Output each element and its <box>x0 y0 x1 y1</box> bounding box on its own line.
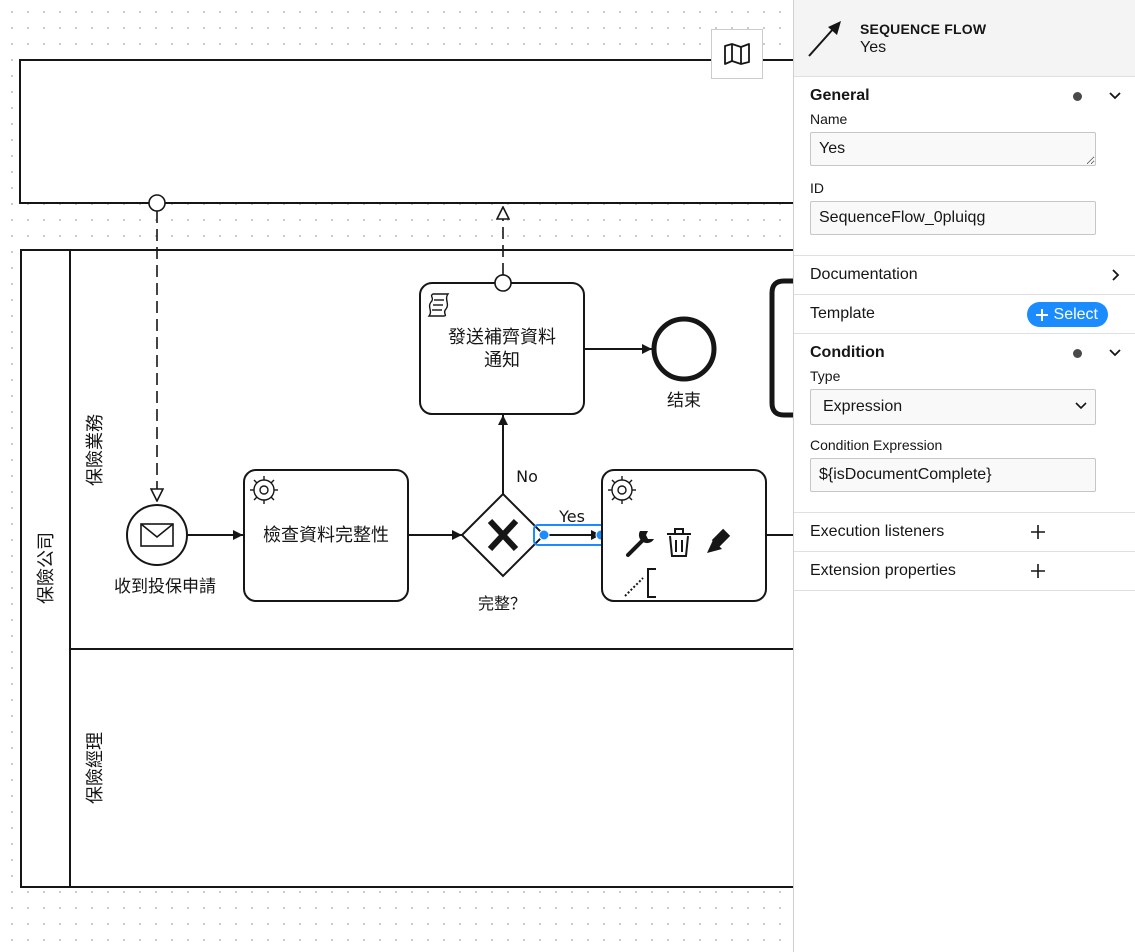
group-extension-properties: Extension properties <box>794 552 1135 591</box>
condition-type-label: Type <box>810 368 841 384</box>
wrench-icon[interactable] <box>626 531 654 557</box>
waypoint-handle-start[interactable] <box>538 529 550 541</box>
connect-tool-icon[interactable] <box>624 577 644 597</box>
group-condition: Condition Type Expression Condition Expr… <box>794 334 1135 513</box>
group-partial[interactable] <box>769 278 793 418</box>
element-type-label: SEQUENCE FLOW <box>860 21 987 37</box>
color-picker-icon[interactable] <box>707 528 731 553</box>
minimap-toggle-button[interactable] <box>711 29 763 79</box>
task-notify-label-line2: 通知 <box>484 350 520 371</box>
add-extension-plus-icon[interactable] <box>1029 562 1047 580</box>
condition-expression-field[interactable] <box>810 458 1096 492</box>
template-select-label: Select <box>1053 305 1098 323</box>
id-label: ID <box>810 180 824 196</box>
name-label: Name <box>810 111 848 127</box>
id-field[interactable] <box>810 201 1096 235</box>
group-general-header[interactable]: General <box>794 77 1135 115</box>
data-indicator-dot <box>1073 92 1082 101</box>
group-extension-properties-title: Extension properties <box>810 562 956 579</box>
gateway-label: 完整？ <box>478 594 526 613</box>
end-event[interactable] <box>651 316 717 382</box>
service-task-gear-icon <box>250 476 278 504</box>
panel-header: SEQUENCE FLOW Yes <box>794 0 1135 77</box>
map-icon <box>724 43 750 65</box>
condition-type-select[interactable]: Expression <box>810 389 1096 425</box>
exclusive-gateway[interactable] <box>460 492 546 578</box>
chevron-down-icon[interactable] <box>1107 88 1123 104</box>
condition-expression-label: Condition Expression <box>810 437 943 453</box>
group-condition-header[interactable]: Condition <box>794 334 1135 372</box>
text-annotation-icon[interactable] <box>647 568 656 598</box>
task-send-notification[interactable] <box>419 274 585 415</box>
flow-no-label: No <box>516 467 538 486</box>
group-template-header: Template Select <box>794 295 1135 333</box>
service-task-gear-icon <box>608 476 636 504</box>
properties-panel: SEQUENCE FLOW Yes General Name Yes ID Do… <box>793 0 1135 952</box>
message-flow-incoming[interactable] <box>148 194 166 501</box>
task-notify-label-line1: 發送補齊資料 <box>448 327 556 348</box>
group-execution-listeners: Execution listeners <box>794 513 1135 552</box>
group-extension-properties-header[interactable]: Extension properties <box>794 552 1135 590</box>
start-event-message[interactable] <box>126 504 188 566</box>
group-documentation-title: Documentation <box>810 266 918 283</box>
group-template-title: Template <box>810 305 875 322</box>
trash-icon[interactable] <box>667 528 691 557</box>
condition-type-value[interactable]: Expression <box>810 389 1096 425</box>
group-template: Template Select <box>794 295 1135 334</box>
group-documentation: Documentation <box>794 256 1135 295</box>
task-check-label: 檢查資料完整性 <box>263 525 389 546</box>
lane-label-insurance-business: 保險業務 <box>85 414 106 486</box>
chevron-right-icon[interactable] <box>1107 267 1123 283</box>
chevron-down-icon <box>1075 402 1087 410</box>
group-documentation-header[interactable]: Documentation <box>794 256 1135 294</box>
group-condition-title: Condition <box>810 344 885 361</box>
lane-label-insurance-manager: 保險經理 <box>85 732 106 804</box>
external-pool[interactable] <box>19 59 793 204</box>
name-field[interactable]: Yes <box>810 132 1096 166</box>
script-task-icon <box>427 293 450 317</box>
group-general-title: General <box>810 87 870 104</box>
add-listener-plus-icon[interactable] <box>1029 523 1047 541</box>
group-execution-listeners-header[interactable]: Execution listeners <box>794 513 1135 551</box>
flow-yes-label: Yes <box>558 507 585 526</box>
chevron-down-icon[interactable] <box>1107 345 1123 361</box>
start-event-label: 收到投保申請 <box>114 577 216 597</box>
bpmn-canvas[interactable]: 保險公司 保險業務 保險經理 收到投保申請 <box>0 0 793 952</box>
pool-label: 保險公司 <box>36 532 57 604</box>
end-event-label: 结束 <box>667 391 701 411</box>
task-next[interactable] <box>601 469 767 602</box>
sequence-flow-arrow-icon <box>808 21 841 57</box>
template-select-button[interactable]: Select <box>1026 302 1108 327</box>
element-name-label: Yes <box>860 39 887 56</box>
plus-icon <box>1035 308 1048 321</box>
group-execution-listeners-title: Execution listeners <box>810 523 945 540</box>
bpmn-diagram[interactable]: 保險公司 保險業務 保險經理 收到投保申請 <box>0 0 793 952</box>
data-indicator-dot <box>1073 349 1082 358</box>
group-general: General Name Yes ID <box>794 77 1135 256</box>
